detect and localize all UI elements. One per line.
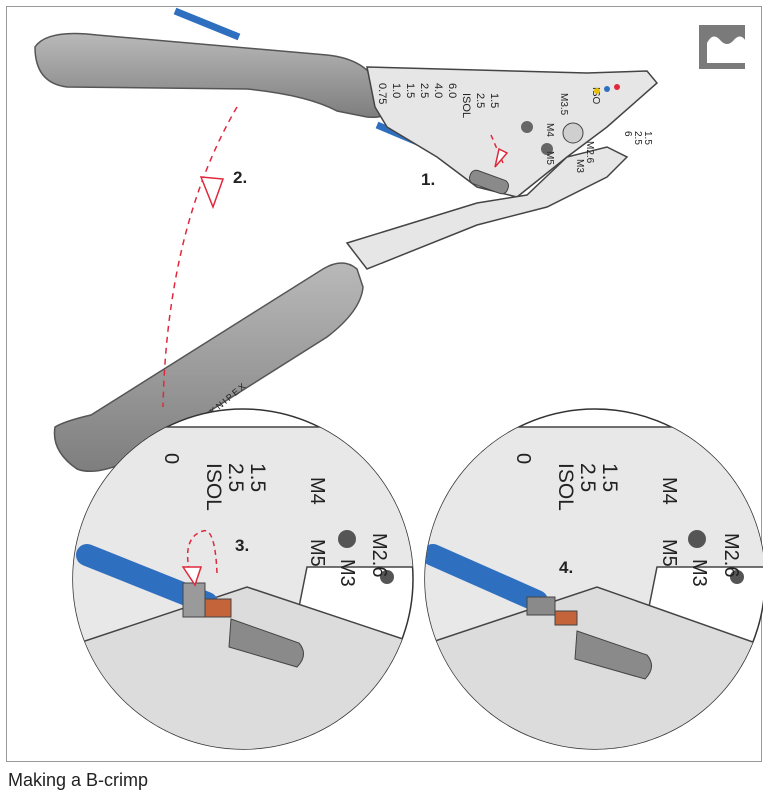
detail-right-zero: 0 <box>512 453 534 464</box>
detail-left-1-5: 1.5 <box>246 463 269 492</box>
step-2-label: 2. <box>233 168 247 187</box>
detail-circle-step-3: 1.5 2.5 ISOL M4 M5 M3 M2.6 0 3. <box>72 408 414 750</box>
gauge-4-0: 4.0 <box>432 83 444 98</box>
illustration-frame: 6.0 4.0 2.5 1.5 1.0 0.75 1.5 2.5 ISOL M3… <box>6 6 763 762</box>
step-2-swing-arrow <box>162 106 238 408</box>
detail-left-m3: M3 <box>336 559 358 587</box>
gauge-mid-2-5: 2.5 <box>474 93 486 108</box>
head-m3-5: M3.5 <box>558 93 569 116</box>
gauge-1-0: 1.0 <box>390 83 402 98</box>
head-m3: M3 <box>574 159 585 173</box>
gauge-mid-isol: ISOL <box>460 93 472 118</box>
step-1-label: 1. <box>421 170 435 189</box>
detail-left-2-5: 2.5 <box>224 463 247 492</box>
head-m5: M5 <box>544 151 555 165</box>
detail-right-1-5: 1.5 <box>598 463 621 492</box>
head-far-2-5: 2.5 <box>632 131 643 145</box>
gauge-2-5: 2.5 <box>418 83 430 98</box>
gauge-1-5: 1.5 <box>404 83 416 98</box>
detail-left-m4: M4 <box>306 477 328 505</box>
manual-logo-icon <box>699 25 747 69</box>
detail-right-isol: ISOL <box>554 463 577 511</box>
lower-jaw <box>345 146 629 270</box>
upper-handle <box>34 32 388 119</box>
detail-left-isol: ISOL <box>202 463 225 511</box>
detail-right-2-5: 2.5 <box>576 463 599 492</box>
detail-right-m4: M4 <box>658 477 680 505</box>
figure-caption: Making a B-crimp <box>8 770 149 790</box>
detail-circle-step-4: 1.5 2.5 ISOL M4 M5 M3 M2.6 0 4. <box>424 408 763 750</box>
crimping-illustration: 6.0 4.0 2.5 1.5 1.0 0.75 1.5 2.5 ISOL M3… <box>34 7 763 750</box>
upper-jaw <box>366 66 659 198</box>
head-iso: ISO <box>590 87 601 104</box>
head-far-6: 6 <box>622 131 633 137</box>
head-m4: M4 <box>544 123 555 137</box>
step-4-label: 4. <box>559 558 573 577</box>
gauge-mid-1-5: 1.5 <box>488 93 500 108</box>
head-far-1-5: 1.5 <box>642 131 653 145</box>
gauge-0-75: 0.75 <box>376 83 388 104</box>
detail-left-m2-6: M2.6 <box>368 533 390 577</box>
detail-right-m5: M5 <box>658 539 680 567</box>
detail-left-zero: 0 <box>160 453 182 464</box>
head-m2-6: M2.6 <box>584 141 595 164</box>
detail-right-m2-6: M2.6 <box>720 533 742 577</box>
step-3-label: 3. <box>235 536 249 555</box>
detail-right-m3: M3 <box>688 559 710 587</box>
gauge-6-0: 6.0 <box>446 83 458 98</box>
detail-left-m5: M5 <box>306 539 328 567</box>
lower-handle <box>53 262 364 472</box>
